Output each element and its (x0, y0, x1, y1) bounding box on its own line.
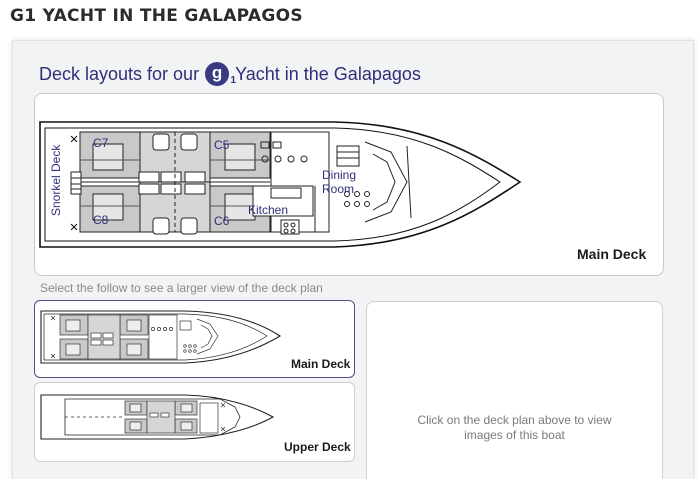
viewer-message-line1: Click on the deck plan above to view (417, 413, 612, 427)
thumbnail-main-deck[interactable]: Main Deck (34, 300, 355, 378)
viewer-message-line2: images of this boat (464, 428, 565, 442)
selection-hint: Select the follow to see a larger view o… (40, 281, 323, 295)
heading-prefix: Deck layouts for our (39, 63, 200, 84)
cabin-c7-label: C7 (93, 136, 109, 150)
logo-subscript: 1 (230, 75, 237, 86)
dining-label-line1: Dining (322, 168, 356, 182)
section-heading: Deck layouts for our g 1 Yacht in the Ga… (39, 62, 421, 86)
g1-logo-icon: g 1 (205, 62, 236, 86)
upper-deck-thumbnail-drawing (40, 394, 275, 440)
cabin-c6-label: C6 (214, 214, 230, 228)
thumbnail-upper-deck[interactable]: Upper Deck (34, 382, 355, 462)
image-viewer: Click on the deck plan above to view ima… (366, 301, 663, 479)
hull-outline (39, 121, 522, 248)
logo-letter: g (211, 63, 223, 82)
main-plan-deck-label: Main Deck (577, 246, 647, 262)
cabin-c8-label: C8 (93, 213, 109, 227)
page-title: G1 YACHT IN THE GALAPAGOS (10, 6, 303, 26)
main-deck-plan[interactable]: Snorkel Deck C7 C8 C5 C6 Kitchen Dining … (34, 93, 664, 276)
dining-label-line2: Room (322, 182, 354, 196)
main-deck-thumbnail-drawing (40, 310, 282, 364)
thumbnail-main-deck-label: Main Deck (291, 357, 351, 371)
kitchen-label: Kitchen (248, 203, 288, 217)
snorkel-deck-label: Snorkel Deck (49, 144, 63, 216)
thumbnail-upper-deck-label: Upper Deck (284, 440, 351, 454)
cabin-c5-label: C5 (214, 138, 230, 152)
heading-suffix: Yacht in the Galapagos (235, 63, 421, 84)
viewer-message: Click on the deck plan above to view ima… (367, 413, 662, 443)
main-deck-drawing: Snorkel Deck C7 C8 C5 C6 Kitchen Dining … (39, 121, 522, 248)
